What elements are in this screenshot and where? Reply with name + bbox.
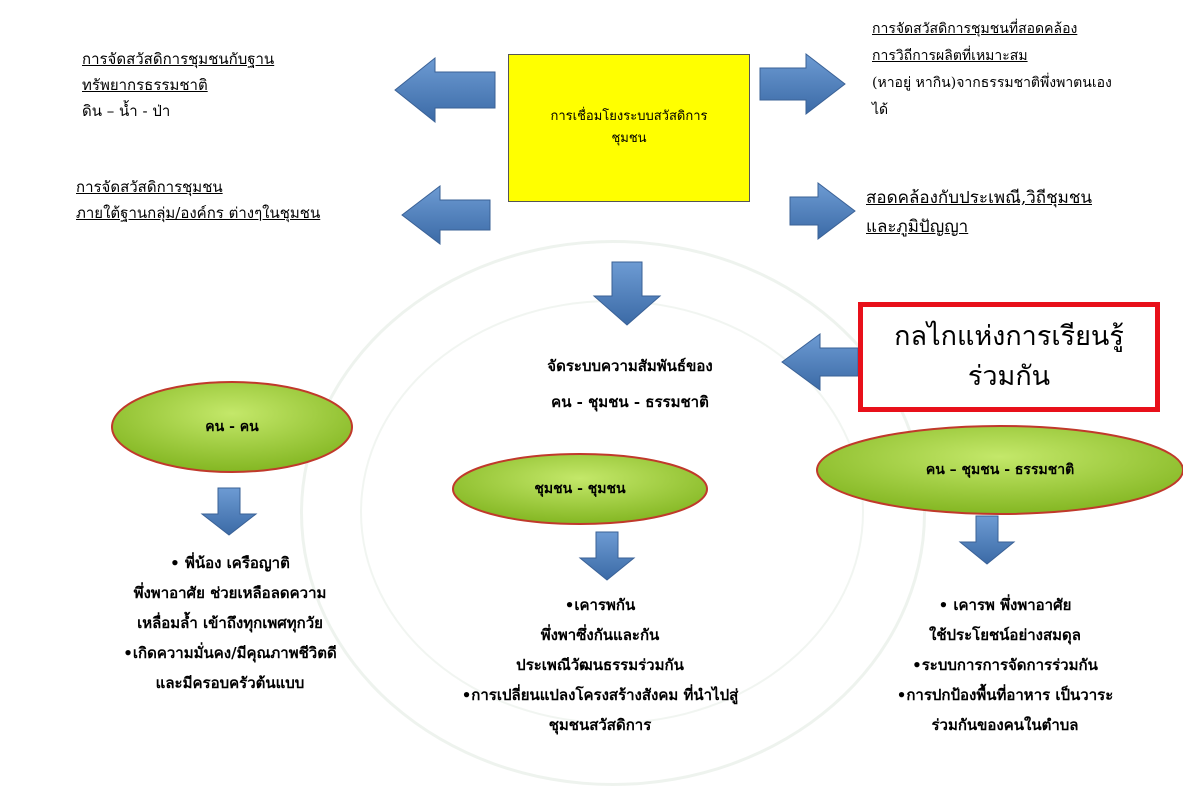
learning-mechanism-box: กลไกแห่งการเรียนรู้ ร่วมกัน: [858, 302, 1160, 412]
central-concept-box: การเชื่อมโยงระบบสวัสดิการ ชุมชน: [508, 54, 750, 202]
people-outcome-1: • พี่น้อง เครือญาติ: [170, 554, 290, 572]
left-top-line1: การจัดสวัสดิการชุมชนกับฐาน: [82, 50, 275, 68]
ellipse-nature-label: คน – ชุมชน - ธรรมชาติ: [925, 462, 1075, 478]
people-outcome-2: พึ่งพาอาศัย ช่วยเหลือลดความ: [133, 584, 327, 602]
right-top-line3: (หาอยู่ หากิน)จากธรรมชาติพึ่งพาตนเอง: [872, 75, 1112, 91]
nature-outcome-5: ร่วมกันของคนในตำบล: [931, 716, 1079, 734]
ellipse-nature: [816, 425, 1183, 515]
community-outcome-2: พึ่งพาซึ่งกันและกัน: [540, 626, 660, 644]
arrow-down-right: [958, 515, 1016, 565]
relationship-line1: จัดระบบความสัมพันธ์ของ: [547, 357, 713, 375]
learning-mechanism-line2: ร่วมกัน: [967, 361, 1051, 392]
arrow-left-top: [394, 56, 496, 124]
right-top-line4: ได้: [872, 102, 889, 118]
right-bottom-line1: สอดคล้องกับประเพณี,วิถีชุมชน: [866, 188, 1092, 208]
relationship-system-text: จัดระบบความสัมพันธ์ของ คน - ชุมชน - ธรรม…: [500, 348, 760, 420]
left-bottom-text: การจัดสวัสดิการชุมชน ภายใต้ฐานกลุ่ม/องค์…: [76, 174, 320, 226]
community-outcomes: •เคารพกัน พึ่งพาซึ่งกันและกัน ประเพณีวัฒ…: [420, 590, 780, 740]
people-outcome-5: และมีครอบครัวต้นแบบ: [155, 674, 305, 692]
nature-outcome-2: ใช้ประโยชน์อย่างสมดุล: [929, 626, 1081, 644]
community-outcome-5: ชุมชนสวัสดิการ: [548, 716, 652, 734]
community-outcome-1: •เคารพกัน: [564, 596, 636, 614]
arrow-down-left: [200, 487, 258, 536]
people-outcomes: • พี่น้อง เครือญาติ พึ่งพาอาศัย ช่วยเหลื…: [30, 548, 430, 698]
ellipse-people: [111, 381, 353, 473]
left-bottom-line1: การจัดสวัสดิการชุมชน: [76, 178, 223, 196]
ellipse-layer: [111, 381, 1183, 525]
arrow-down-middle: [578, 531, 636, 581]
right-bottom-line2: และภูมิปัญญา: [866, 217, 969, 237]
arrow-right-top: [759, 52, 846, 116]
nature-outcome-1: • เคารพ พึ่งพาอาศัย: [938, 596, 1072, 614]
people-outcome-3: เหลื่อมล้ำ เข้าถึงทุกเพศทุกวัย: [137, 614, 323, 632]
left-top-line3: ดิน – น้ำ - ป่า: [82, 102, 171, 120]
ellipse-community: [452, 453, 708, 525]
nature-outcome-4: •การปกป้องพื้นที่อาหาร เป็นวาระ: [896, 686, 1114, 704]
right-top-text: การจัดสวัสดิการชุมชนที่สอดคล้อง การวิถีก…: [872, 16, 1112, 124]
arrow-left-bottom: [401, 184, 491, 246]
community-outcome-4: •การเปลี่ยนแปลงโครงสร้างสังคม ที่นำไปสู่: [461, 686, 739, 704]
arrow-down-center: [592, 261, 662, 326]
central-concept-line1: การเชื่อมโยงระบบสวัสดิการ: [550, 109, 708, 124]
ellipse-people-label: คน - คน: [205, 419, 259, 435]
nature-outcome-3: •ระบบการการจัดการร่วมกัน: [912, 656, 1098, 674]
left-top-text: การจัดสวัสดิการชุมชนกับฐาน ทรัพยากรธรรมช…: [82, 46, 274, 124]
nature-outcomes: • เคารพ พึ่งพาอาศัย ใช้ประโยชน์อย่างสมดุ…: [840, 590, 1170, 740]
relationship-line2: คน - ชุมชน - ธรรมชาติ: [551, 393, 709, 411]
right-bottom-text: สอดคล้องกับประเพณี,วิถีชุมชน และภูมิปัญญ…: [866, 184, 1092, 242]
right-top-line2: การวิถีการผลิตที่เหมาะสม: [872, 48, 1028, 64]
central-concept-line2: ชุมชน: [611, 131, 647, 146]
people-outcome-4: •เกิดความมั่นคง/มีคุณภาพชีวิตดี: [123, 644, 337, 662]
ellipse-community-label: ชุมชน - ชุมชน: [534, 481, 626, 497]
learning-mechanism-line1: กลไกแห่งการเรียนรู้: [894, 321, 1124, 352]
right-top-line1: การจัดสวัสดิการชุมชนที่สอดคล้อง: [872, 21, 1078, 37]
left-top-line2: ทรัพยากรธรรมชาติ: [82, 76, 208, 94]
left-bottom-line2: ภายใต้ฐานกลุ่ม/องค์กร ต่างๆในชุมชน: [76, 204, 321, 222]
arrows-layer: [200, 52, 1016, 581]
community-outcome-3: ประเพณีวัฒนธรรมร่วมกัน: [516, 656, 684, 674]
arrow-right-bottom: [789, 181, 856, 241]
